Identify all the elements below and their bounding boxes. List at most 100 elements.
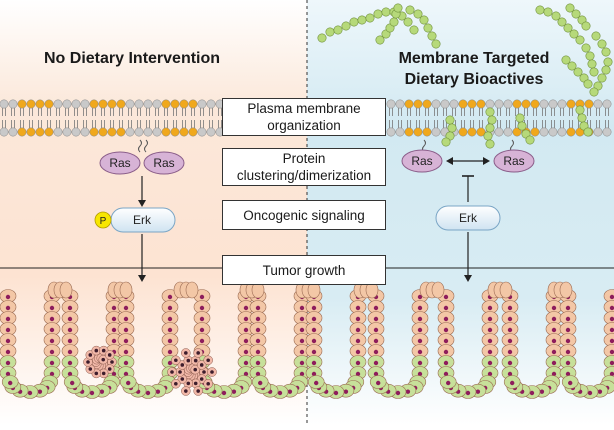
- lipid-head: [602, 99, 612, 109]
- lipid-head: [188, 99, 198, 109]
- lipid-head: [449, 99, 459, 109]
- cell-nucleus: [49, 305, 55, 311]
- cell-nucleus: [5, 371, 11, 377]
- cell-nucleus: [299, 349, 305, 355]
- cell-nucleus: [123, 338, 129, 344]
- cell-nucleus: [609, 294, 614, 300]
- cell-nucleus: [376, 380, 381, 386]
- lipid-head: [80, 127, 90, 137]
- bioactive-bead: [535, 5, 545, 15]
- cell-nucleus: [123, 360, 129, 366]
- cell-nucleus: [67, 371, 73, 377]
- lipid-head: [548, 99, 558, 109]
- bioactive-bead: [581, 21, 591, 31]
- lipid-head: [0, 127, 9, 137]
- bioactive-bead: [373, 9, 383, 19]
- cell-nucleus: [155, 389, 161, 394]
- cell-nucleus: [443, 305, 449, 311]
- lipid-head: [8, 127, 18, 137]
- lipid-head: [404, 99, 414, 109]
- cell-nucleus: [111, 338, 117, 344]
- cell-nucleus: [123, 349, 129, 355]
- lipid-head: [206, 127, 216, 137]
- lipid-head: [503, 99, 513, 109]
- erk-label-left: Erk: [133, 213, 152, 227]
- lipid-head: [467, 127, 477, 137]
- lipid-head: [62, 127, 72, 137]
- cell-nucleus: [199, 294, 205, 300]
- bioactive-bead: [381, 7, 391, 17]
- cell-nucleus: [255, 360, 261, 366]
- dietary-bioactive-chains: [317, 3, 613, 149]
- tumor-nucleus: [170, 370, 174, 374]
- cell-nucleus: [49, 338, 55, 344]
- cell-nucleus: [243, 371, 249, 377]
- cell-nucleus: [123, 371, 129, 377]
- cell-nucleus: [487, 349, 493, 355]
- cell-nucleus: [311, 371, 317, 377]
- bioactive-bead: [413, 9, 423, 19]
- arrowhead: [138, 200, 146, 207]
- cell-nucleus: [355, 316, 361, 322]
- tumor-nucleus: [210, 370, 214, 374]
- tumor-nucleus: [107, 353, 112, 357]
- lipid-head: [116, 99, 126, 109]
- cell-nucleus: [507, 338, 513, 344]
- cell-nucleus: [243, 316, 249, 322]
- bioactive-bead: [487, 115, 497, 125]
- ras-oval-right-a: [401, 149, 443, 173]
- cell-nucleus: [27, 390, 33, 396]
- lipid-head: [395, 127, 405, 137]
- lipid-head: [26, 127, 36, 137]
- ras-label-right-b: Ras: [503, 154, 524, 168]
- cell-nucleus: [609, 349, 614, 355]
- cell-nucleus: [551, 338, 557, 344]
- bioactive-bead: [445, 115, 455, 125]
- bioactive-bead: [375, 35, 385, 45]
- bioactive-bead: [483, 131, 493, 141]
- lipid-head: [116, 127, 126, 137]
- cell-nucleus: [405, 389, 411, 394]
- tumor-nucleus: [184, 389, 188, 393]
- cell-nucleus: [111, 371, 117, 377]
- cell-nucleus: [373, 327, 379, 333]
- lipid-head: [206, 99, 216, 109]
- bioactive-bead: [569, 29, 579, 39]
- bioactive-bead: [571, 9, 581, 19]
- cell-nucleus: [446, 380, 451, 386]
- cell-nucleus: [167, 338, 173, 344]
- cell-nucleus: [123, 327, 129, 333]
- cell-nucleus: [243, 360, 249, 366]
- lipid-head: [134, 99, 144, 109]
- cell-nucleus: [243, 349, 249, 355]
- bioactive-bead: [525, 135, 535, 145]
- tumor-nucleus: [184, 351, 188, 355]
- lipid-head: [476, 99, 486, 109]
- bioactive-bead: [557, 17, 567, 27]
- tumor-nucleus: [186, 381, 191, 386]
- cell-nucleus: [373, 371, 379, 377]
- bioactive-bead: [589, 67, 599, 77]
- lipid-head: [530, 127, 540, 137]
- erk-pill-right: [435, 205, 501, 231]
- tumor-nucleus: [107, 367, 112, 371]
- cell-nucleus: [67, 338, 73, 344]
- cell-nucleus: [343, 389, 349, 394]
- lipid-head: [179, 127, 189, 137]
- step-label-line1: Oncogenic signaling: [243, 207, 365, 223]
- bioactive-bead: [447, 123, 457, 133]
- lipid-head: [89, 127, 99, 137]
- cell-nucleus: [417, 294, 423, 300]
- tumor-nucleus: [193, 381, 198, 386]
- cell-nucleus: [551, 327, 557, 333]
- tumor-nucleus: [94, 371, 99, 376]
- tumor-cell-clusters: [83, 345, 217, 396]
- cell-nucleus: [167, 305, 173, 311]
- bioactive-bead: [591, 31, 601, 41]
- cell-nucleus: [99, 389, 105, 394]
- step-label-line1: Tumor growth: [262, 262, 346, 278]
- tumor-nucleus: [178, 370, 182, 374]
- cell-nucleus: [311, 305, 317, 311]
- ras-oval-left-b: [143, 151, 185, 175]
- cell-nucleus: [221, 390, 227, 396]
